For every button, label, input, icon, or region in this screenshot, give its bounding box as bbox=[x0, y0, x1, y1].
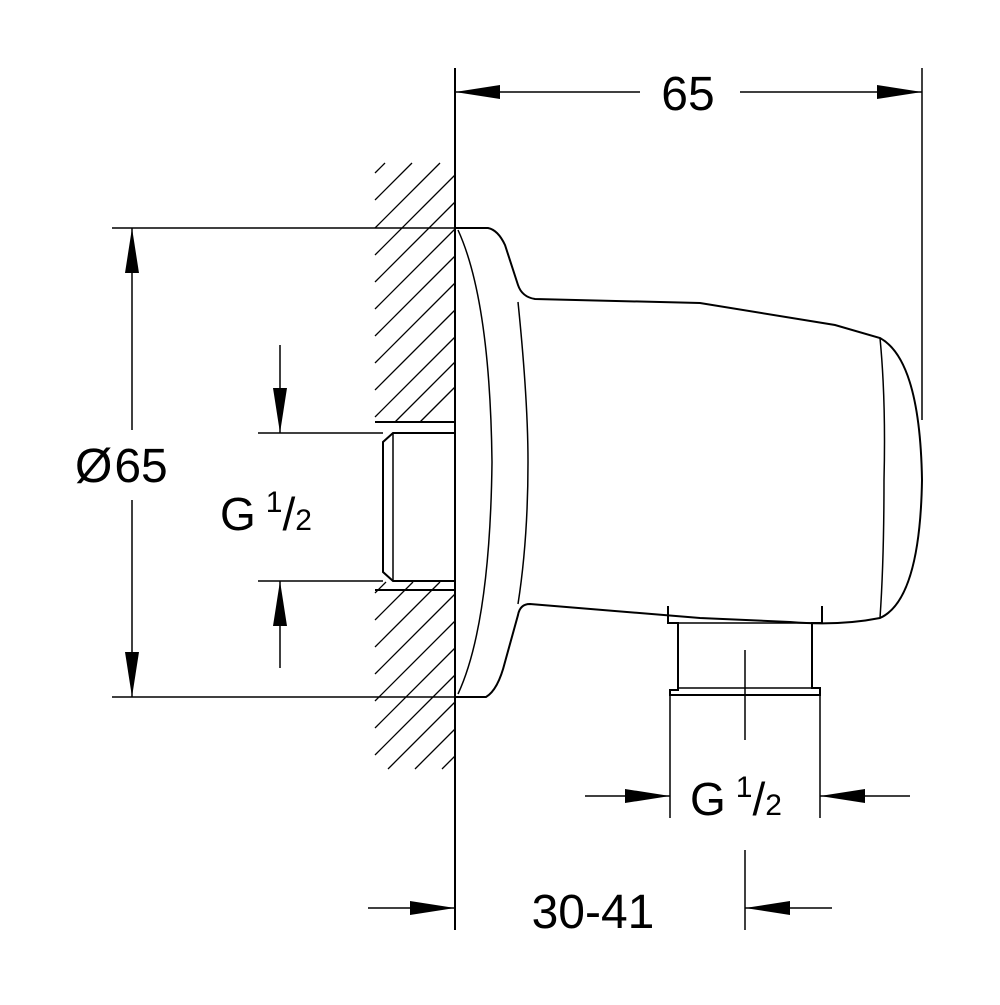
dimension-diameter bbox=[112, 227, 455, 698]
dimension-depth-65 bbox=[455, 68, 923, 420]
diameter-label: Ø65 bbox=[75, 440, 168, 493]
wall-thread-numerator: 1 bbox=[266, 486, 283, 519]
outlet-thread-denominator: 2 bbox=[765, 789, 782, 822]
offset-value: 30-41 bbox=[532, 886, 655, 939]
wall-thread-denominator: 2 bbox=[295, 504, 312, 537]
depth-value: 65 bbox=[661, 68, 714, 121]
outlet-thread-letter: G bbox=[690, 773, 726, 825]
wall-inlet-fitting bbox=[382, 432, 455, 582]
wall-thread-slash: / bbox=[282, 488, 295, 540]
diameter-symbol: Ø bbox=[75, 440, 112, 493]
dimension-wall-offset bbox=[368, 901, 832, 915]
outlet-body bbox=[455, 227, 924, 698]
dimension-wall-thread bbox=[258, 345, 383, 668]
wall-hatching bbox=[374, 162, 456, 770]
outlet-thread-slash: / bbox=[752, 773, 765, 825]
wall-thread-letter: G bbox=[220, 488, 256, 540]
dimension-outlet-thread bbox=[585, 695, 910, 818]
outlet-thread-numerator: 1 bbox=[736, 771, 753, 804]
diameter-value: 65 bbox=[114, 440, 167, 493]
